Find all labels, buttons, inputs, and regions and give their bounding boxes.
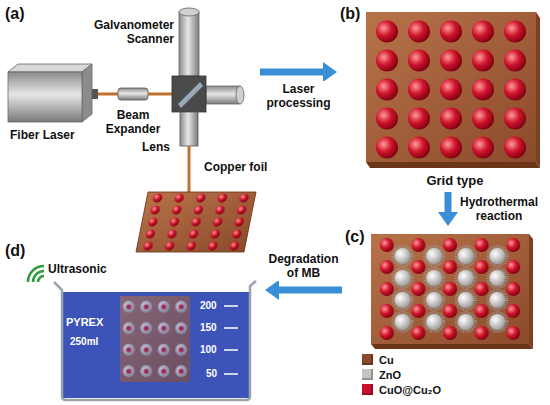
legend-swatch: [362, 354, 373, 365]
legend-row: Cu: [362, 352, 441, 367]
legend-text: ZnO: [379, 369, 401, 381]
fiber-laser: [8, 64, 98, 122]
lens: [180, 112, 198, 146]
arrow-shaft: [279, 287, 342, 294]
part-label: Fiber Laser: [10, 128, 75, 142]
panel-letter: (a): [5, 5, 25, 23]
arrow-head: [265, 280, 279, 300]
part-label: Lens: [142, 140, 170, 154]
part-label: Ultrasonic: [48, 262, 107, 276]
legend-row: CuO@Cu₂O: [362, 382, 441, 397]
zno-coated-copper: [371, 234, 533, 349]
figure-panel: (b) Grid type: [340, 5, 545, 190]
part-label: Copper foil: [204, 160, 267, 174]
arrow-label: Degradation of MB: [264, 251, 344, 281]
figure-panel: (c): [345, 228, 545, 348]
galvanometer-scanner: [172, 8, 244, 112]
process-arrow: [260, 62, 337, 82]
arrow-head: [438, 212, 458, 226]
beam-expander: [118, 88, 148, 100]
process-arrow: [438, 192, 458, 226]
process-arrow: [265, 280, 342, 300]
legend-text: CuO@Cu₂O: [379, 384, 441, 396]
patterned-copper: [366, 12, 540, 168]
copper-foil: [136, 192, 256, 252]
arrow-head: [323, 62, 337, 82]
figure-panel: (d): [5, 242, 262, 400]
ultrasonic-waves: [28, 266, 44, 282]
legend-swatch: [362, 369, 373, 380]
panel-letter: (b): [340, 5, 360, 23]
panel-letter: (c): [345, 228, 365, 246]
legend: CuZnO CuO@Cu₂O: [362, 352, 441, 397]
part-label: Beam Expander: [100, 108, 166, 136]
arrow-label: Hydrothermal reaction: [458, 194, 540, 224]
beaker-print: PYREX: [66, 316, 103, 329]
scale-mark: 200: [200, 300, 217, 312]
legend-swatch: [362, 384, 373, 395]
scale-mark: 100: [200, 344, 217, 356]
legend-row: ZnO: [362, 367, 441, 382]
scale-mark: 150: [200, 322, 217, 334]
scale-mark: 50: [206, 368, 217, 380]
arrow-label: Laser processing: [263, 81, 335, 111]
panel-letter: (d): [5, 242, 25, 260]
legend-text: Cu: [379, 354, 394, 366]
part-label: Galvanometer Scanner: [88, 18, 174, 46]
panel-caption: Grid type: [365, 173, 545, 188]
arrow-shaft: [260, 69, 323, 76]
arrow-shaft: [445, 192, 452, 212]
beaker-print: 250ml: [70, 336, 98, 348]
beaker: [54, 281, 256, 400]
